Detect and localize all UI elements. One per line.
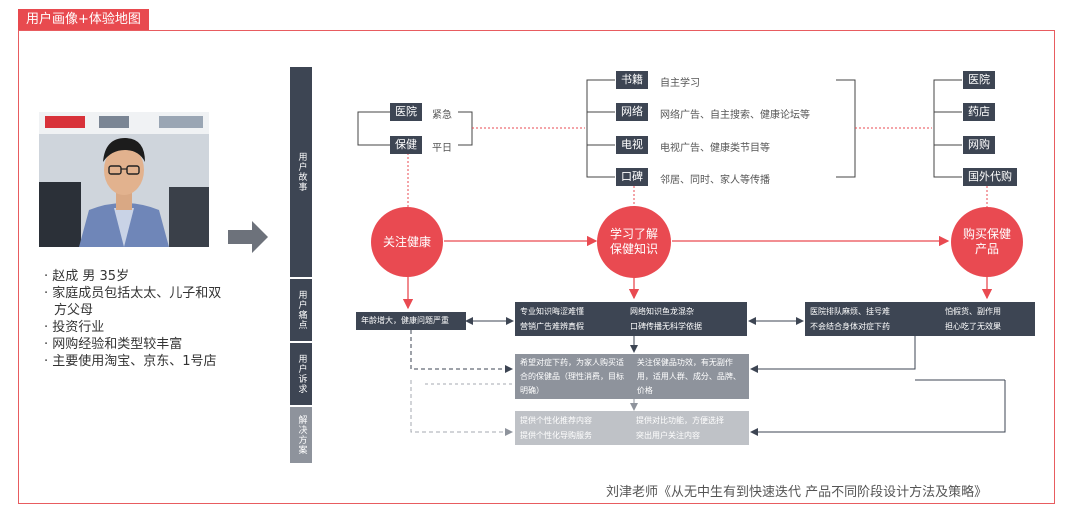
label-daily: 平日 — [432, 143, 452, 154]
stage-attention: 关注健康 — [371, 207, 443, 277]
node-tv: 电视 — [616, 136, 648, 154]
node-internet: 网络 — [616, 103, 648, 121]
pain-knowledge: 专业知识晦涩难懂网络知识鱼龙混杂 营销广告难辨真假口碑传播无科学依据 — [515, 302, 747, 336]
stage-learning: 学习了解保健知识 — [597, 206, 671, 278]
node-buy-pharmacy: 药店 — [963, 103, 995, 121]
label-internet: 网络广告、自主搜索、健康论坛等 — [660, 110, 810, 121]
node-hospital: 医院 — [390, 103, 422, 121]
persona-bullet: · 网购经验和类型较丰富 — [44, 337, 183, 352]
persona-bullet: · 投资行业 — [44, 320, 105, 335]
persona-list: · 赵成 男 35岁 · 家庭成员包括太太、儿子和双方父母 · 投资行业 · 网… — [44, 268, 224, 370]
row-user-pain: 用户痛点 — [290, 279, 312, 341]
persona-bullet: · 主要使用淘宝、京东、1号店 — [44, 354, 217, 369]
label-tv: 电视广告、健康类节目等 — [660, 143, 770, 154]
label-urgent: 紧急 — [432, 110, 452, 121]
credit-text: 刘津老师《从无中生有到快速迭代 产品不同阶段设计方法及策略》 — [606, 485, 988, 500]
node-buy-online: 网购 — [963, 136, 995, 154]
node-buy-overseas: 国外代购 — [963, 168, 1017, 186]
pain-age: 年龄增大，健康问题严重 — [356, 312, 466, 330]
stage-purchase: 购买保健产品 — [951, 207, 1023, 277]
pain-purchase: 医院排队麻烦、挂号难怕假货、副作用 不会结合身体对症下药担心吃了无效果 — [805, 302, 1035, 336]
persona-bullet: · 家庭成员包括太太、儿子和双方父母 — [44, 286, 222, 318]
persona-bullet: · 赵成 男 35岁 — [44, 269, 130, 284]
node-books: 书籍 — [616, 71, 648, 89]
appeal-box: 希望对症下药，为家人购买适合的保健品（理性消费，目标明确） 关注保健品功效，有无… — [515, 354, 749, 399]
solution-box: 提供个性化推荐内容提供对比功能，方便选择 提供个性化导购服务突出用户关注内容 — [515, 411, 749, 445]
header-tag: 用户画像+体验地图 — [18, 9, 149, 30]
node-buy-hospital: 医院 — [963, 71, 995, 89]
label-books: 自主学习 — [660, 78, 700, 89]
row-user-story: 用户故事 — [290, 67, 312, 277]
row-solution: 解决方案 — [290, 407, 312, 463]
persona-photo — [39, 112, 209, 247]
node-word-of-mouth: 口碑 — [616, 168, 648, 186]
label-word-of-mouth: 邻居、同时、家人等传播 — [660, 175, 770, 186]
content-frame — [18, 30, 1055, 504]
node-health: 保健 — [390, 136, 422, 154]
row-user-appeal: 用户诉求 — [290, 343, 312, 405]
